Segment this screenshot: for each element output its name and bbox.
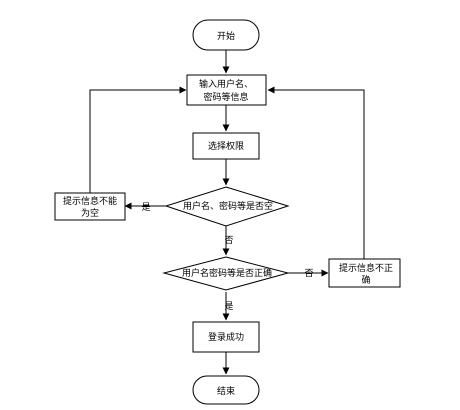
input-label-line2: 密码等信息	[203, 91, 248, 103]
end-terminal	[192, 375, 260, 405]
check-correct-label: 用户名密码等是否正确	[182, 267, 272, 279]
check-empty-decision	[164, 186, 290, 227]
prompt-incorrect-line1: 提示信息不正	[339, 262, 393, 274]
check-empty-label: 用户名、密码等是否空	[183, 200, 273, 212]
start-terminal	[192, 19, 260, 51]
select-permission-box	[192, 132, 260, 160]
check-correct-decision	[162, 256, 290, 291]
yes-label-empty: 是	[141, 202, 150, 213]
prompt-incorrect-line2: 确	[361, 274, 370, 286]
end-label: 结束	[217, 385, 235, 397]
success-box	[192, 321, 260, 353]
arrow-prompt-empty-back-to-input	[89, 86, 187, 193]
input-label-line1: 输入用户名、	[199, 78, 253, 90]
no-label-correct: 否	[304, 268, 313, 279]
prompt-incorrect-box	[328, 258, 401, 288]
success-label: 登录成功	[208, 331, 244, 343]
arrow-prompt-incorrect-back-to-input	[267, 86, 365, 259]
start-label: 开始	[217, 30, 235, 42]
prompt-empty-box	[54, 192, 126, 221]
select-permission-label: 选择权限	[208, 140, 244, 152]
input-process-box	[186, 74, 267, 106]
no-label-empty: 否	[224, 235, 233, 246]
prompt-empty-line2: 为空	[81, 207, 99, 219]
yes-label-correct: 是	[224, 301, 233, 312]
prompt-empty-line1: 提示信息不能	[63, 195, 117, 207]
